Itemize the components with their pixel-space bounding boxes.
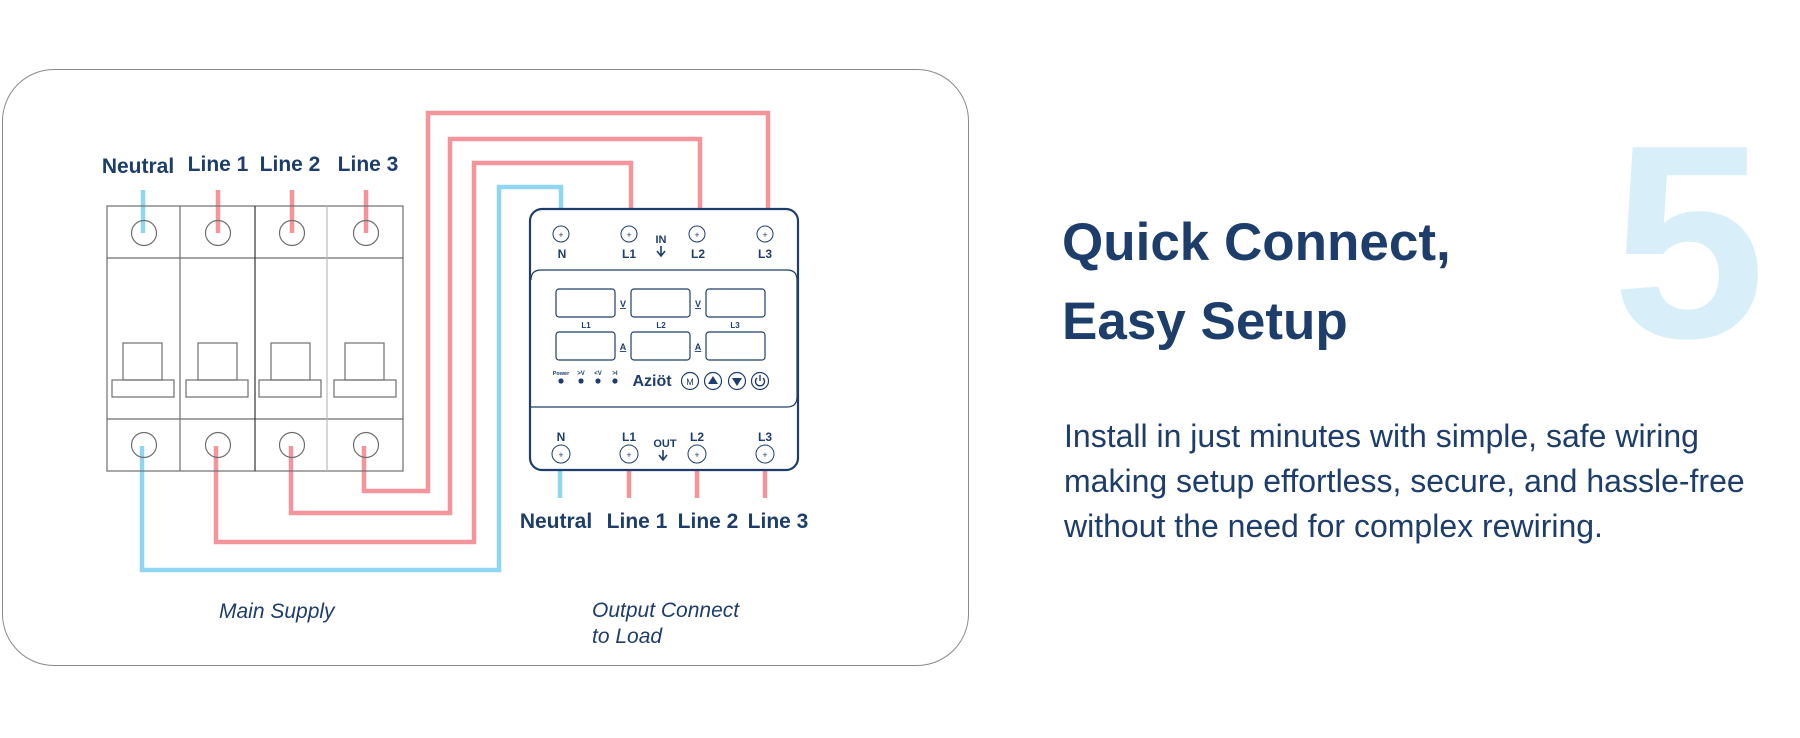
terminal-in-l3: L3 (758, 247, 772, 261)
feature-description: Install in just minutes with simple, saf… (1064, 418, 1745, 544)
indicator-label-overcurrent: >I (612, 371, 618, 377)
input-label-line3: Line 3 (338, 153, 399, 176)
brand-logo: Aziöt (632, 373, 672, 390)
indicator-leds (558, 378, 618, 384)
in-label: IN (656, 234, 667, 246)
breaker-toggles (111, 342, 397, 398)
terminal-out-l1: L1 (622, 430, 636, 444)
mode-icon: M (686, 377, 694, 387)
svg-text:+: + (626, 230, 631, 240)
wire-line2-loop (288, 136, 703, 516)
display-screens (555, 288, 766, 361)
caption-output-line1: Output Connect (592, 599, 740, 622)
wiring-diagram: Neutral Line 1 Line 2 Line 3 (102, 110, 809, 648)
breaker-bottom-terminals (130, 431, 380, 459)
svg-text:+: + (694, 450, 699, 460)
energy-meter: + + + + N L1 L2 L3 IN L1 L2 L3 V V A A Powe… (528, 207, 800, 472)
unit-voltage-2: V (695, 299, 701, 309)
display-label-l2: L2 (656, 321, 666, 330)
diagram-card (2, 69, 969, 666)
circuit-breaker (106, 205, 404, 472)
caption-main-supply: Main Supply (219, 600, 336, 623)
terminal-out-l3: L3 (758, 430, 772, 444)
out-arrow-icon (658, 450, 668, 462)
terminal-in-l1: L1 (622, 247, 636, 261)
triangle-up-icon (708, 376, 718, 384)
output-label-line2: Line 2 (678, 510, 739, 533)
caption-output-line2: to Load (592, 625, 663, 648)
output-label-line3: Line 3 (748, 510, 809, 533)
display-label-l1: L1 (581, 321, 591, 330)
output-label-neutral: Neutral (520, 510, 592, 533)
svg-text:+: + (558, 230, 563, 240)
svg-text:+: + (694, 230, 699, 240)
step-number: 5 (1612, 88, 1765, 396)
indicator-label-power: Power (553, 371, 570, 377)
in-arrow-icon (656, 246, 666, 258)
up-button[interactable] (703, 371, 723, 391)
wire-neutral-loop (139, 184, 564, 573)
input-label-line2: Line 2 (260, 153, 321, 176)
svg-text:+: + (762, 450, 767, 460)
mode-button[interactable]: M (680, 371, 700, 391)
out-label: OUT (653, 438, 677, 450)
indicator-label-undervoltage: <V (594, 371, 602, 377)
unit-voltage-1: V (620, 299, 626, 309)
input-label-neutral: Neutral (102, 155, 174, 178)
feature-title: Quick Connect, Easy Setup (1062, 203, 1451, 361)
unit-current-1: A (620, 342, 627, 352)
indicator-label-overvoltage: >V (577, 371, 585, 377)
terminal-out-n: N (557, 430, 566, 444)
power-icon (754, 375, 766, 387)
wire-line1-loop (213, 160, 634, 545)
svg-text:+: + (626, 450, 631, 460)
display-label-l3: L3 (730, 321, 740, 330)
terminal-in-l2: L2 (691, 247, 705, 261)
feature-title-line1: Quick Connect, (1062, 213, 1451, 272)
svg-text:+: + (558, 450, 563, 460)
feature-title-line2: Easy Setup (1062, 292, 1348, 351)
triangle-down-icon (732, 378, 742, 386)
terminal-in-n: N (558, 247, 567, 261)
power-button[interactable] (750, 371, 770, 391)
wire-line3-loop (361, 110, 771, 494)
input-label-line1: Line 1 (188, 153, 249, 176)
unit-current-2: A (695, 342, 702, 352)
breaker-top-terminals (130, 219, 380, 247)
down-button[interactable] (727, 371, 747, 391)
svg-text:+: + (762, 230, 767, 240)
terminal-out-l2: L2 (690, 430, 704, 444)
output-label-line1: Line 1 (607, 510, 668, 533)
